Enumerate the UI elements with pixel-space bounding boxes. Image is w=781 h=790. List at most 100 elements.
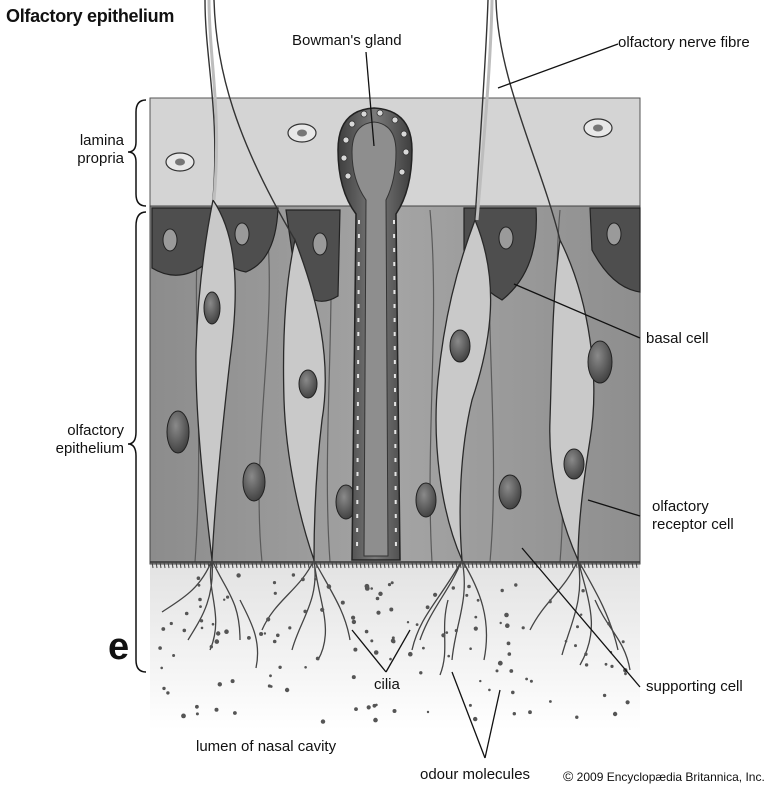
odour-molecule-dot: [365, 584, 370, 589]
odour-molecule-dot: [365, 630, 369, 634]
odour-molecule-dot: [351, 616, 355, 620]
odour-molecule-dot: [477, 599, 480, 602]
odour-molecule-dot: [426, 605, 430, 609]
odour-molecule-dot: [622, 640, 625, 643]
odour-molecule-dot: [504, 613, 509, 618]
odour-molecule-dot: [264, 632, 266, 634]
odour-molecule-dot: [496, 669, 499, 672]
label-lamina-propria: lamina propria: [60, 132, 124, 168]
odour-molecule-dot: [498, 661, 503, 666]
odour-molecule-dot: [389, 658, 392, 661]
odour-molecule-dot: [626, 700, 630, 704]
odour-molecule-dot: [407, 621, 409, 623]
label-receptor-line1: olfactory: [652, 498, 734, 516]
odour-molecule-dot: [433, 593, 437, 597]
odour-molecule-dot: [447, 655, 450, 658]
odour-molecule-dot: [321, 719, 325, 723]
odour-molecule-dot: [162, 687, 165, 690]
odour-molecule-dot: [603, 694, 606, 697]
odour-molecule-dot: [231, 679, 235, 683]
odour-molecule-dot: [200, 619, 203, 622]
odour-molecule-dot: [216, 631, 220, 635]
region-brackets: [128, 100, 146, 672]
odour-molecule-dot: [233, 711, 237, 715]
odour-molecule-dot: [158, 646, 162, 650]
odour-molecule-dot: [274, 592, 277, 595]
odour-molecule-dot: [574, 644, 577, 647]
label-cilia: cilia: [374, 676, 400, 694]
odour-molecule-dot: [354, 707, 358, 711]
copyright-text: 2009 Encyclopædia Britannica, Inc.: [577, 770, 765, 784]
label-lamina-line2: propria: [60, 150, 124, 168]
odour-molecule-dot: [391, 581, 394, 584]
label-odour-molecules: odour molecules: [420, 766, 530, 784]
odour-molecule-dot: [376, 597, 380, 601]
odour-molecule-dot: [259, 632, 263, 636]
odour-molecule-dot: [352, 620, 356, 624]
odour-molecule-dot: [514, 583, 517, 586]
odour-molecule-dot: [528, 710, 532, 714]
odour-molecule-dot: [474, 616, 477, 619]
odour-molecule-dot: [575, 716, 578, 719]
odour-molecule-dot: [198, 598, 202, 602]
copyright-notice: © 2009 Encyclopædia Britannica, Inc.: [563, 768, 765, 784]
odour-molecule-dot: [446, 631, 449, 634]
odour-molecule-dot: [303, 610, 307, 614]
odour-molecule-dot: [585, 663, 588, 666]
odour-molecule-dot: [565, 640, 568, 643]
odour-molecule-dot: [452, 586, 455, 589]
odour-molecule-dot: [304, 666, 307, 669]
odour-molecule-dot: [327, 584, 332, 589]
odour-molecule-dot: [408, 652, 413, 657]
odour-molecule-dot: [465, 594, 468, 597]
odour-molecule-dot: [389, 608, 393, 612]
odour-molecule-dot: [320, 608, 324, 612]
odour-molecule-dot: [441, 633, 445, 637]
label-epithelium-line2: epithelium: [40, 440, 124, 458]
odour-molecule-dot: [419, 671, 422, 674]
odour-molecule-dot: [301, 578, 305, 582]
odour-molecule-dot: [197, 576, 201, 580]
odour-molecule-dot: [427, 711, 429, 713]
odour-molecule-dot: [215, 708, 219, 712]
odour-molecule-dot: [285, 688, 289, 692]
odour-molecule-dot: [316, 657, 320, 661]
odour-molecule-dot: [624, 672, 627, 675]
odour-molecule-dot: [416, 623, 419, 626]
label-epithelium-line1: olfactory: [40, 422, 124, 440]
odour-molecule-dot: [288, 626, 291, 629]
odour-molecule-dot: [181, 714, 186, 719]
odour-molecule-dot: [161, 627, 165, 631]
odour-molecule-dot: [215, 639, 220, 644]
odour-molecule-dot: [166, 691, 169, 694]
odour-molecule-dot: [549, 700, 552, 703]
odour-molecule-dot: [292, 573, 295, 576]
odour-molecule-dot: [185, 612, 189, 616]
label-olfactory-epithelium: olfactory epithelium: [40, 422, 124, 458]
lumen-region: [150, 560, 640, 730]
odour-molecule-dot: [196, 712, 199, 715]
odour-molecule-dot: [525, 678, 528, 681]
odour-molecule-dot: [584, 653, 587, 656]
odour-molecule-dot: [314, 578, 317, 581]
odour-molecule-dot: [581, 589, 584, 592]
odour-molecule-dot: [172, 654, 175, 657]
odour-molecule-dot: [352, 675, 356, 679]
odour-molecule-dot: [273, 581, 276, 584]
odour-molecule-dot: [201, 627, 204, 630]
odour-molecule-dot: [580, 614, 582, 616]
odour-molecule-dot: [467, 585, 471, 589]
odour-molecule-dot: [266, 617, 270, 621]
label-olfactory-receptor-cell: olfactory receptor cell: [652, 498, 734, 534]
odour-molecule-dot: [170, 622, 173, 625]
odour-molecule-dot: [160, 667, 163, 670]
odour-molecule-dot: [509, 669, 513, 673]
odour-molecule-dot: [613, 712, 617, 716]
odour-molecule-dot: [236, 573, 240, 577]
odour-molecule-dot: [469, 647, 472, 650]
odour-molecule-dot: [473, 717, 477, 721]
odour-molecule-dot: [183, 629, 187, 633]
odour-molecule-dot: [212, 623, 215, 626]
